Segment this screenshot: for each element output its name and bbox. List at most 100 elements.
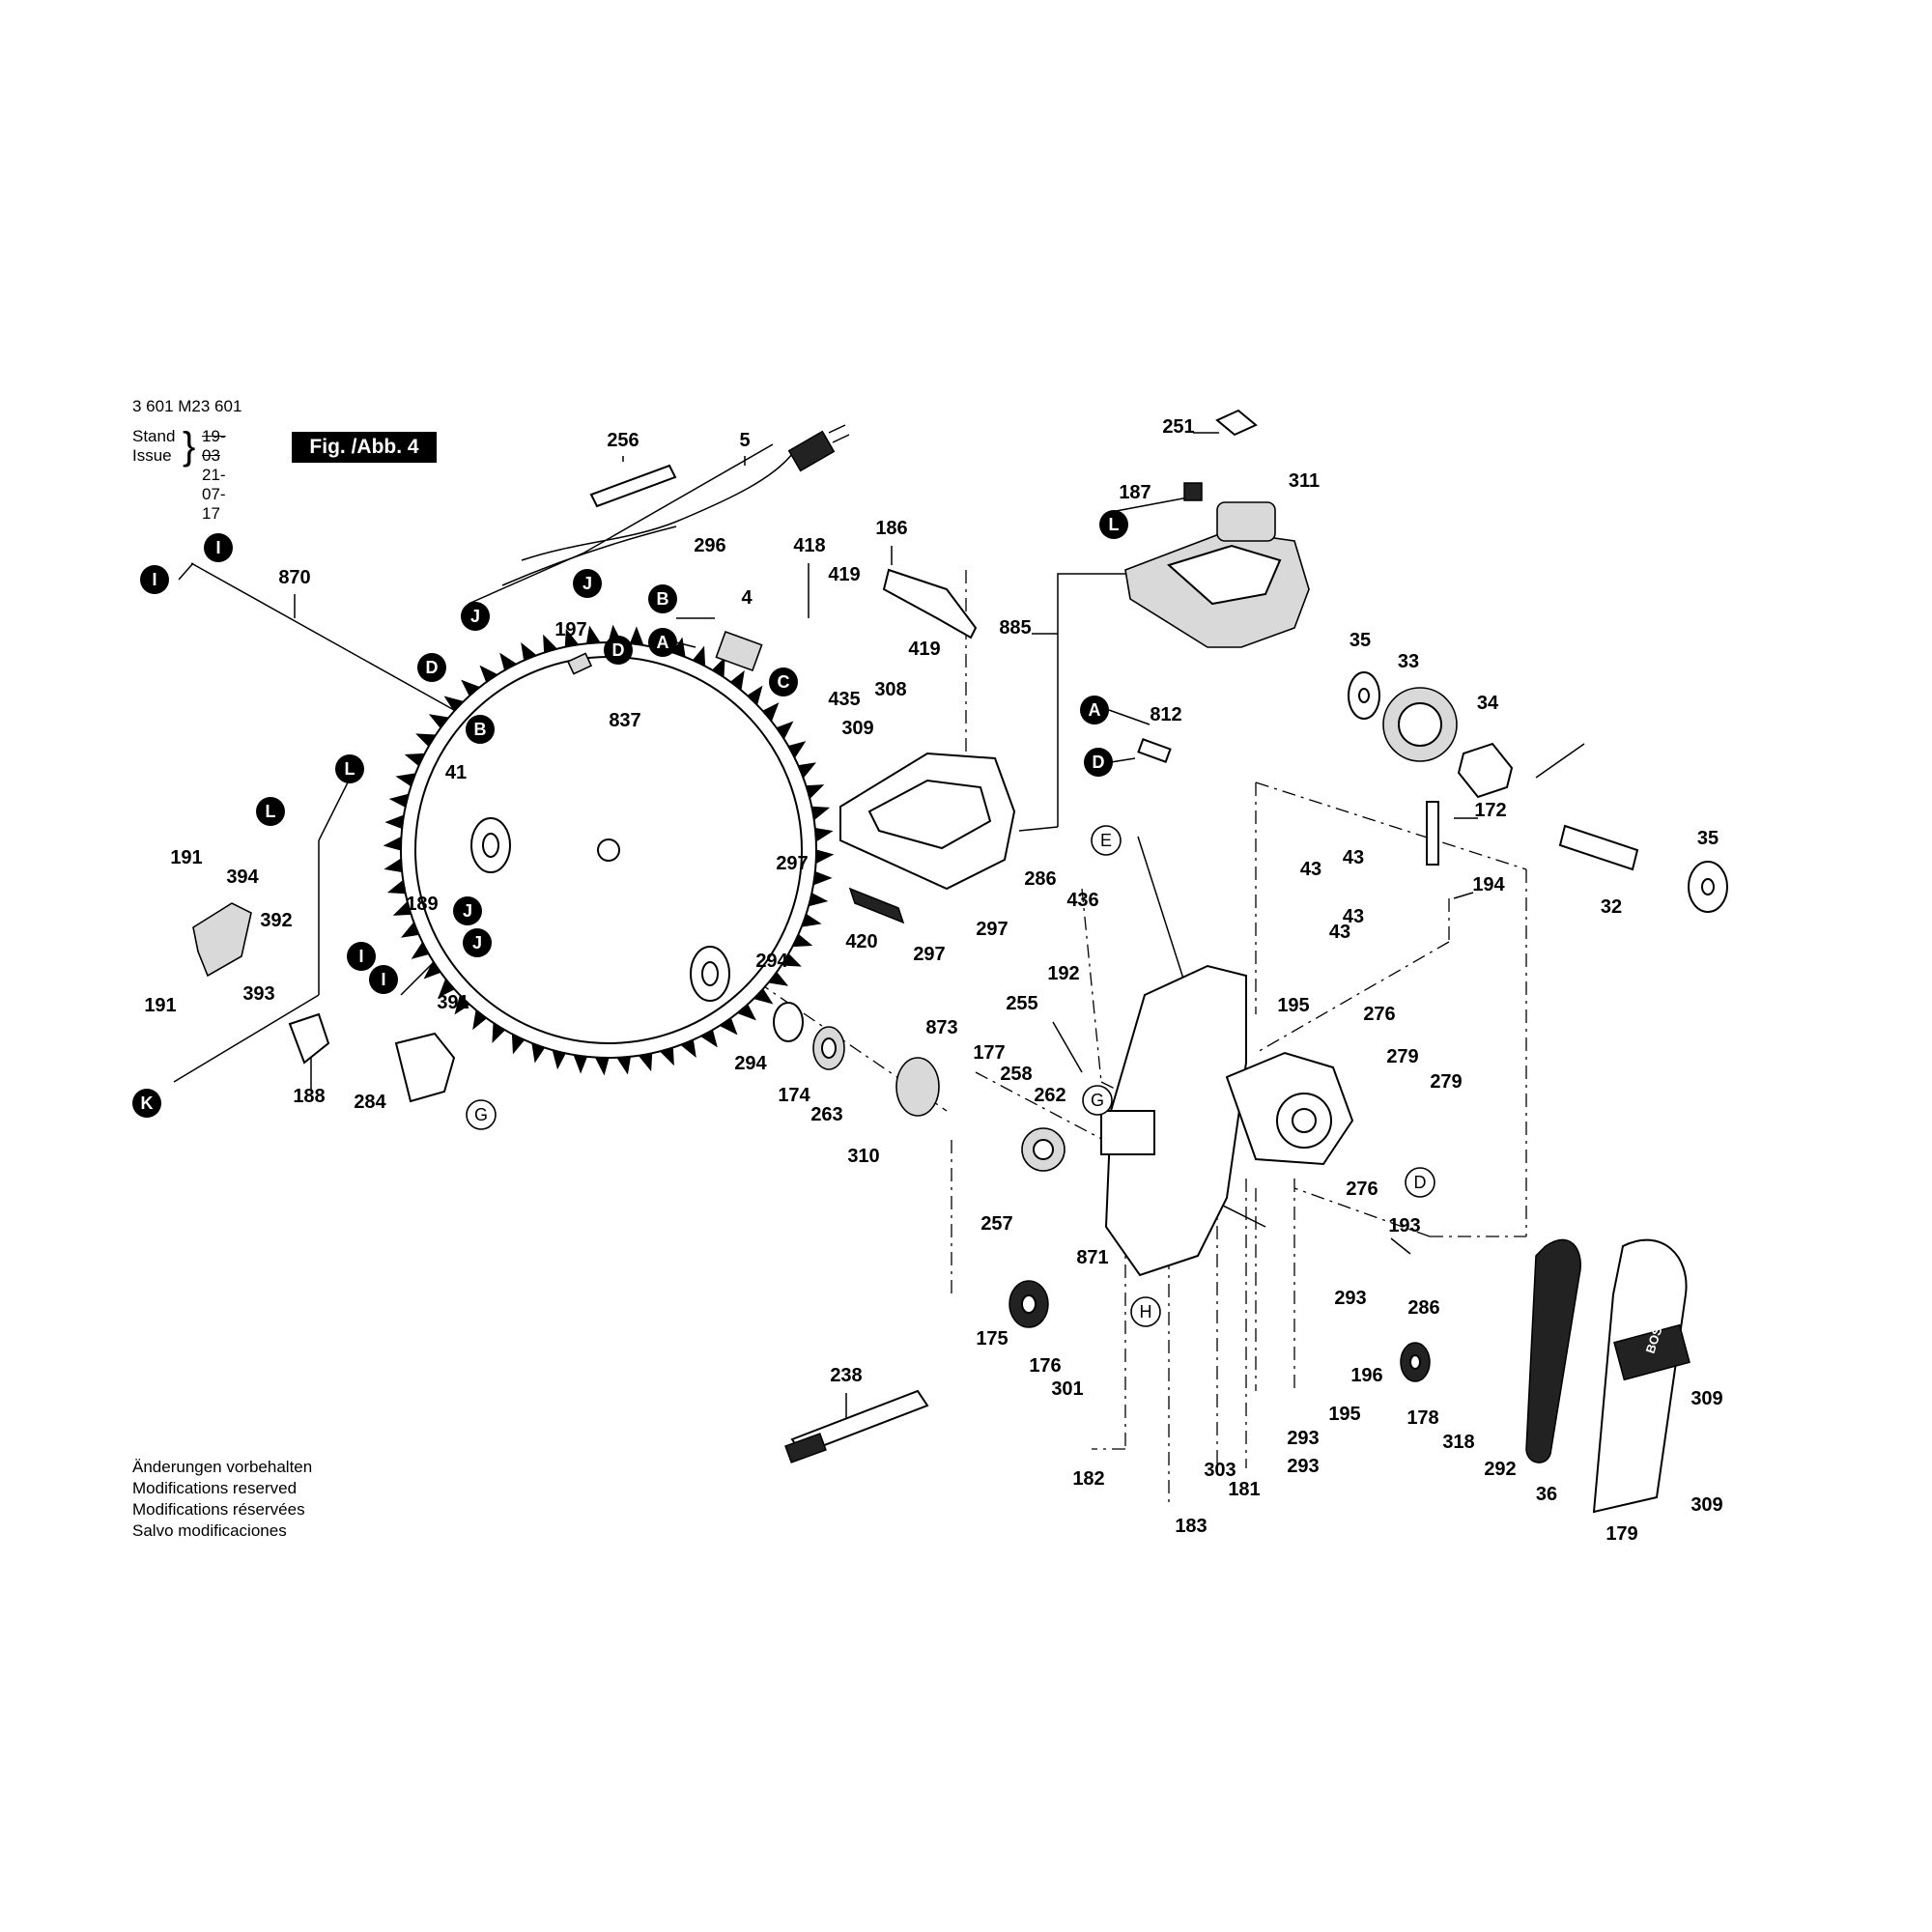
notice-es: Salvo modificaciones xyxy=(132,1521,287,1540)
part-number-4: 4 xyxy=(741,587,753,609)
part-number-276: 276 xyxy=(1363,1004,1395,1025)
part-number-32: 32 xyxy=(1601,896,1622,918)
svg-text:D: D xyxy=(1414,1173,1427,1192)
part-number-286: 286 xyxy=(1407,1297,1439,1319)
part-number-436: 436 xyxy=(1066,890,1098,911)
part-number-186: 186 xyxy=(875,518,907,539)
svg-text:K: K xyxy=(141,1094,154,1113)
saw-blade xyxy=(383,624,835,1076)
part-number-195: 195 xyxy=(1328,1404,1360,1425)
svg-text:D: D xyxy=(426,658,439,677)
connector-marker-J: J xyxy=(463,928,492,957)
part-number-43: 43 xyxy=(1329,922,1350,943)
part-number-191: 191 xyxy=(144,995,176,1016)
part-number-812: 812 xyxy=(1150,704,1181,725)
svg-text:C: C xyxy=(778,672,790,692)
part-number-292: 292 xyxy=(1484,1459,1516,1480)
svg-text:L: L xyxy=(266,802,276,821)
part-number-318: 318 xyxy=(1442,1432,1474,1453)
strap xyxy=(784,1389,929,1463)
figure-label: Fig. /Abb. 4 xyxy=(292,432,437,463)
issue-label: Issue xyxy=(132,446,172,465)
connector-marker-J: J xyxy=(461,602,490,631)
svg-text:B: B xyxy=(474,720,487,739)
connector-marker-I: I xyxy=(347,942,376,971)
part-number-35: 35 xyxy=(1697,828,1719,849)
svg-text:I: I xyxy=(358,947,363,966)
connector-marker-J: J xyxy=(453,896,482,925)
connector-marker-D: D xyxy=(417,653,446,682)
part-number-35: 35 xyxy=(1350,630,1371,651)
motor-housing-base xyxy=(839,752,1016,924)
part-number-191: 191 xyxy=(170,847,202,868)
part-number-293: 293 xyxy=(1334,1288,1366,1309)
part-number-188: 188 xyxy=(293,1086,325,1107)
part-number-310: 310 xyxy=(847,1146,879,1167)
document-number: 3 601 M23 601 xyxy=(132,397,242,415)
bearings-and-gears xyxy=(773,1002,1431,1382)
part-number-309: 309 xyxy=(1690,1494,1722,1516)
parts-artwork xyxy=(173,409,1728,1514)
arm-housing xyxy=(1100,964,1354,1277)
part-number-391: 391 xyxy=(437,992,469,1013)
part-number-193: 193 xyxy=(1388,1215,1420,1236)
connector-marker-L: L xyxy=(256,797,285,826)
part-number-182: 182 xyxy=(1072,1468,1104,1490)
svg-text:L: L xyxy=(1109,515,1120,534)
part-number-181: 181 xyxy=(1228,1479,1260,1500)
brand-logo: BOSCH xyxy=(1643,1308,1671,1355)
svg-text:D: D xyxy=(1093,753,1105,772)
part-number-392: 392 xyxy=(260,910,292,931)
part-number-284: 284 xyxy=(354,1092,386,1113)
revision-brace: } xyxy=(183,425,196,468)
part-number-837: 837 xyxy=(609,710,640,731)
connector-marker-I: I xyxy=(204,533,233,562)
reference-marker-H: H xyxy=(1130,1296,1161,1327)
svg-text:I: I xyxy=(381,970,385,989)
part-number-238: 238 xyxy=(830,1365,862,1386)
part-number-301: 301 xyxy=(1051,1378,1083,1400)
part-number-183: 183 xyxy=(1175,1516,1207,1537)
part-number-178: 178 xyxy=(1406,1407,1438,1429)
svg-text:E: E xyxy=(1100,831,1112,850)
svg-text:L: L xyxy=(345,759,355,779)
notice-de: Änderungen vorbehalten xyxy=(132,1458,313,1476)
part-number-885: 885 xyxy=(999,617,1031,639)
part-number-394: 394 xyxy=(226,867,259,888)
svg-text:J: J xyxy=(470,607,480,626)
part-number-256: 256 xyxy=(607,430,639,451)
part-number-33: 33 xyxy=(1398,651,1419,672)
part-number-279: 279 xyxy=(1386,1046,1418,1067)
connector-marker-C: C xyxy=(769,668,798,696)
part-number-393: 393 xyxy=(242,983,274,1005)
part-number-297: 297 xyxy=(976,919,1008,940)
part-number-197: 197 xyxy=(554,619,586,640)
part-number-309: 309 xyxy=(841,718,873,739)
part-number-41: 41 xyxy=(445,762,467,783)
connector-marker-B: B xyxy=(648,584,677,613)
reference-marker-E: E xyxy=(1091,825,1122,856)
connector-marker-D: D xyxy=(1084,748,1113,777)
part-number-871: 871 xyxy=(1076,1247,1108,1268)
reference-marker-G: G xyxy=(466,1099,497,1130)
part-number-192: 192 xyxy=(1047,963,1079,984)
connector-marker-A: A xyxy=(648,628,677,657)
svg-text:D: D xyxy=(612,640,625,660)
part-number-43: 43 xyxy=(1300,859,1321,880)
svg-text:B: B xyxy=(657,589,669,609)
revision-block: Stand Issue } 19-03 21-07-17 xyxy=(132,427,226,523)
power-cord xyxy=(501,424,850,586)
part-number-255: 255 xyxy=(1006,993,1037,1014)
connector-marker-J: J xyxy=(573,569,602,598)
part-number-174: 174 xyxy=(778,1085,810,1106)
part-number-196: 196 xyxy=(1350,1365,1382,1386)
part-number-195: 195 xyxy=(1277,995,1309,1016)
part-number-43: 43 xyxy=(1343,906,1364,927)
part-number-870: 870 xyxy=(278,567,310,588)
part-number-308: 308 xyxy=(874,679,906,700)
connector-marker-L: L xyxy=(1099,510,1128,539)
part-number-176: 176 xyxy=(1029,1355,1061,1377)
brackets xyxy=(192,568,1172,1103)
part-number-873: 873 xyxy=(925,1017,957,1038)
